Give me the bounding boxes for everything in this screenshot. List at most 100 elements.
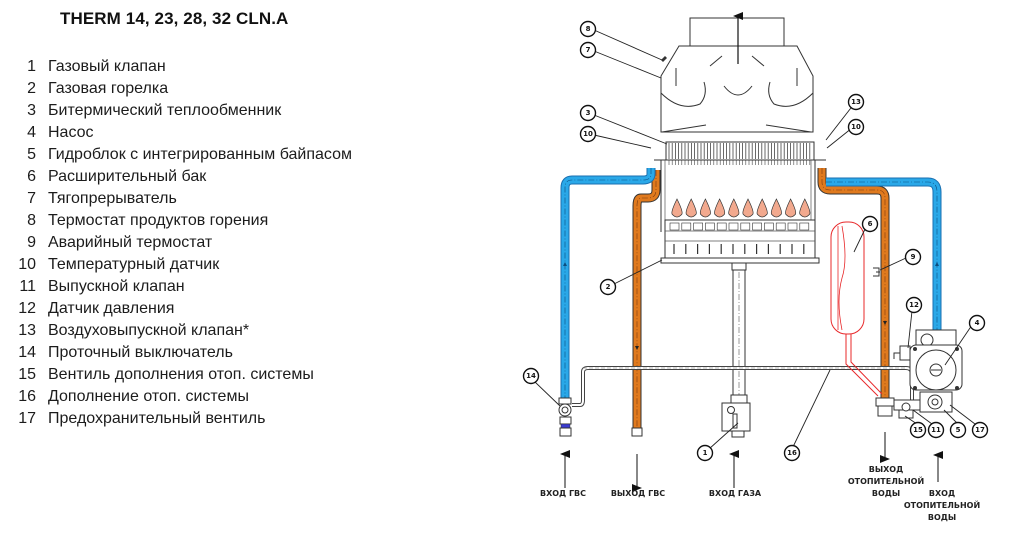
- flame-icon: [714, 198, 726, 218]
- burner-ramp: [681, 222, 692, 231]
- callout-14: 14: [522, 367, 540, 385]
- svg-text:7: 7: [586, 46, 591, 54]
- callout-15: 15: [909, 421, 927, 439]
- cold-water-pipes: [560, 168, 942, 398]
- svg-text:5: 5: [956, 426, 961, 434]
- caption-heating-out-3: ВОДЫ: [872, 489, 900, 498]
- svg-text:14: 14: [526, 372, 536, 380]
- burner-ramp: [740, 222, 751, 231]
- callout-2: 2: [599, 278, 617, 296]
- callout-6: 6: [861, 215, 879, 233]
- legend-number: 16: [18, 388, 36, 405]
- flame-icon: [728, 198, 740, 218]
- legend-number: 14: [18, 344, 36, 361]
- hydraulic-block: [875, 391, 953, 419]
- callout-17: 17: [971, 421, 989, 439]
- burner-ramp: [728, 222, 739, 231]
- pressure-sensor: [893, 345, 911, 361]
- legend-item: 17 Предохранительный вентиль: [0, 408, 352, 430]
- svg-text:13: 13: [851, 98, 861, 106]
- svg-text:10: 10: [851, 123, 861, 131]
- legend-label: Вентиль дополнения отоп. системы: [48, 366, 314, 383]
- flame-icon: [785, 198, 797, 218]
- gas-valve: [721, 394, 751, 438]
- svg-text:12: 12: [909, 301, 919, 309]
- flame-icon: [770, 198, 782, 218]
- flame-icon: [685, 198, 697, 218]
- legend-label: Проточный выключатель: [48, 344, 233, 361]
- caption-heating-out-1: ВЫХОД: [869, 465, 903, 474]
- svg-text:15: 15: [913, 426, 923, 434]
- callout-8: 8: [579, 20, 597, 38]
- legend-label: Предохранительный вентиль: [48, 410, 266, 427]
- caption-heating-out-2: ОТОПИТЕЛЬНОЙ: [848, 475, 924, 486]
- callout-1: 1: [696, 444, 714, 462]
- legend-number: 9: [27, 234, 36, 251]
- legend-label: Расширительный бак: [48, 168, 207, 185]
- legend-label: Тягопрерыватель: [48, 190, 177, 207]
- legend-number: 17: [18, 410, 36, 427]
- hot-water-pipes: [631, 168, 890, 437]
- burner-flames: [671, 198, 811, 218]
- caption-heating-in-1: ВХОД: [929, 489, 955, 498]
- pump: [909, 329, 963, 391]
- legend-item: 13 Воздуховыпускной клапан*: [0, 320, 352, 342]
- svg-text:17: 17: [975, 426, 985, 434]
- legend-item: 10 Температурный датчик: [0, 254, 352, 276]
- legend-number: 11: [19, 278, 36, 295]
- legend-number: 6: [27, 168, 36, 185]
- callout-3: 3: [579, 104, 597, 122]
- legend-number: 1: [27, 58, 36, 75]
- legend-label: Газовый клапан: [48, 58, 166, 75]
- svg-text:11: 11: [931, 426, 941, 434]
- legend-number: 12: [18, 300, 36, 317]
- legend-item: 1 Газовый клапан: [0, 56, 352, 78]
- flame-icon: [742, 198, 754, 218]
- gas-pipe: [731, 262, 747, 400]
- legend-label: Воздуховыпускной клапан*: [48, 322, 250, 339]
- draft-diverter: [660, 17, 814, 133]
- legend-item: 15 Вентиль дополнения отоп. системы: [0, 364, 352, 386]
- legend-label: Выпускной клапан: [48, 278, 185, 295]
- legend-number: 2: [27, 80, 36, 97]
- svg-text:10: 10: [583, 130, 593, 138]
- burner-ramp: [764, 222, 774, 231]
- svg-text:3: 3: [586, 109, 591, 117]
- flue-gas-thermostat: [661, 56, 667, 62]
- legend-number: 3: [27, 102, 36, 119]
- burner-ramp: [716, 222, 727, 231]
- legend-number: 15: [18, 366, 36, 383]
- legend-label: Температурный датчик: [48, 256, 220, 273]
- svg-text:8: 8: [586, 25, 591, 33]
- callout-5: 5: [949, 421, 967, 439]
- legend-number: 13: [18, 322, 36, 339]
- svg-text:2: 2: [606, 283, 611, 291]
- callout-7: 7: [579, 41, 597, 59]
- caption-dhw-in: ВХОД ГВС: [540, 489, 586, 498]
- burner-ramp: [752, 222, 762, 231]
- callout-16: 16: [783, 444, 801, 462]
- legend-label: Датчик давления: [48, 300, 175, 317]
- caption-heating-in-3: ВОДЫ: [928, 513, 956, 522]
- legend-number: 10: [18, 256, 36, 273]
- svg-text:6: 6: [868, 220, 873, 228]
- svg-text:9: 9: [911, 253, 916, 261]
- callout-13: 13: [847, 93, 865, 111]
- legend-item: 12 Датчик давления: [0, 298, 352, 320]
- leader-lines: [533, 29, 976, 450]
- flow-switch: [558, 397, 572, 437]
- safety-thermostat: [873, 267, 880, 277]
- heat-exchanger: [654, 141, 826, 165]
- legend-number: 4: [27, 124, 36, 141]
- callout-10-right: 10: [847, 118, 865, 136]
- legend-label: Термостат продуктов горения: [48, 212, 269, 229]
- callout-11: 11: [927, 421, 945, 439]
